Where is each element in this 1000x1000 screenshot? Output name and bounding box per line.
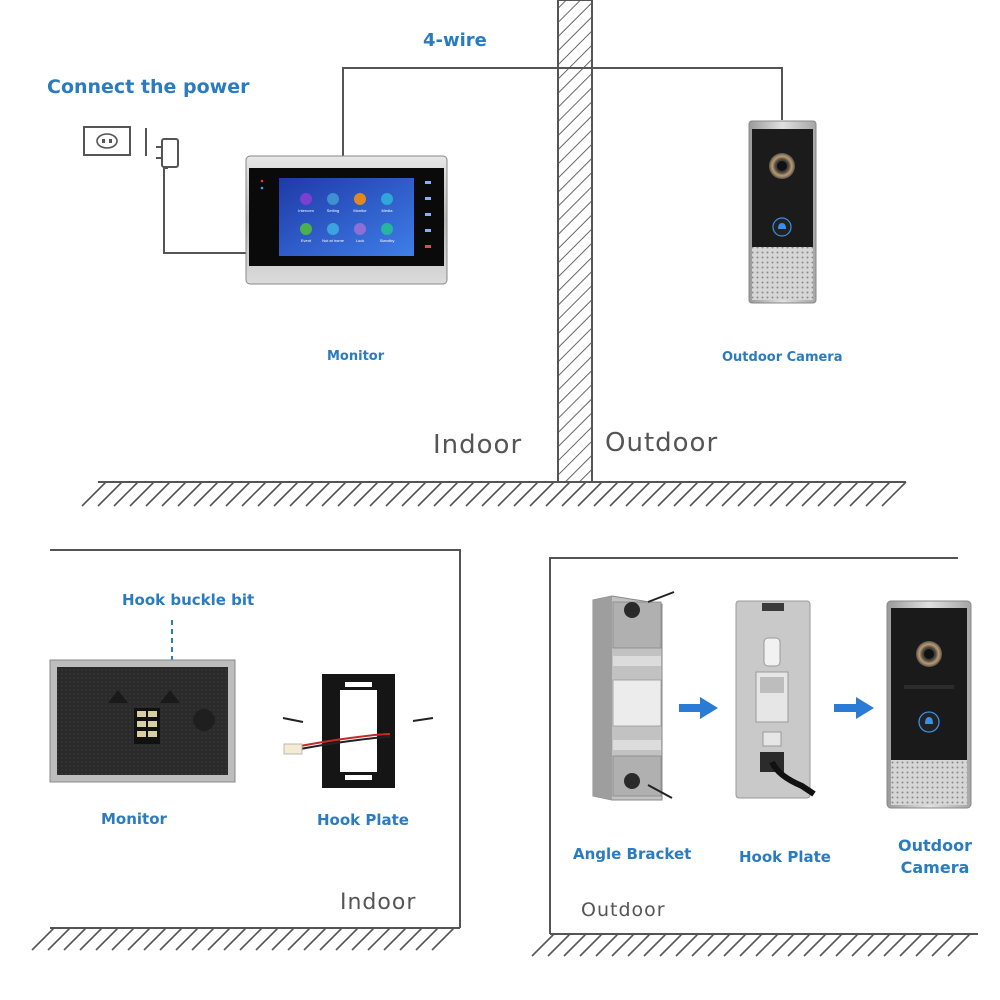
screen-app-icon bbox=[354, 193, 366, 205]
monitor-side-buttons bbox=[425, 181, 431, 248]
screen-app-label: Event bbox=[301, 238, 312, 243]
four-wire-label: 4-wire bbox=[423, 30, 487, 51]
cable-wire bbox=[769, 760, 816, 797]
four-wire-cable bbox=[342, 67, 783, 156]
power-outlet-icon bbox=[83, 126, 147, 156]
power-plug-icon bbox=[156, 138, 179, 168]
outdoor-camera-device bbox=[748, 120, 817, 304]
bottom-camera-label-line2: Camera bbox=[900, 858, 970, 877]
screen-app-label: Not at home bbox=[322, 238, 345, 243]
connect-power-label: Connect the power bbox=[47, 76, 250, 98]
screen-app-label: Monitor bbox=[353, 208, 367, 213]
outdoor-camera-device-installed bbox=[886, 600, 972, 809]
top-outdoor-label: Outdoor bbox=[605, 428, 719, 458]
bottom-camera-label-line1: Outdoor bbox=[898, 836, 972, 855]
top-camera-label: Outdoor Camera bbox=[722, 350, 843, 365]
screen-app-icon bbox=[381, 193, 393, 205]
screen-app-label: Setting bbox=[327, 208, 339, 213]
screen-app-label: Lock bbox=[356, 238, 364, 243]
bottom-monitor-label: Monitor bbox=[101, 810, 167, 828]
arrow-right-icon bbox=[834, 697, 874, 719]
outdoor-hook-plate bbox=[735, 600, 816, 799]
screen-app-label: Standby bbox=[380, 238, 395, 243]
screen-app-icon bbox=[300, 193, 312, 205]
screen-app-icon bbox=[327, 193, 339, 205]
screw-icon bbox=[282, 717, 434, 723]
screw-icon bbox=[647, 591, 675, 799]
top-monitor-label: Monitor bbox=[327, 349, 385, 364]
angle-bracket-device bbox=[592, 591, 675, 801]
screen-app-icon bbox=[381, 223, 393, 235]
cable-wire bbox=[289, 733, 391, 749]
screen-app-label: Intercom bbox=[298, 208, 314, 213]
monitor-screen bbox=[279, 178, 414, 256]
bottom-left-indoor-panel bbox=[31, 549, 461, 951]
hook-buckle-label: Hook buckle bit bbox=[122, 591, 255, 609]
power-cable bbox=[163, 167, 246, 254]
top-ground-line bbox=[81, 481, 907, 507]
top-indoor-label: Indoor bbox=[433, 430, 523, 460]
angle-bracket-label: Angle Bracket bbox=[573, 845, 692, 863]
screen-app-label: Media bbox=[382, 208, 394, 213]
bottom-outdoor-label: Outdoor bbox=[581, 899, 666, 921]
dividing-wall bbox=[557, 0, 593, 483]
screen-app-icon bbox=[300, 223, 312, 235]
bottom-left-hook-plate-label: Hook Plate bbox=[317, 811, 409, 829]
screen-app-icon bbox=[354, 223, 366, 235]
arrow-right-icon bbox=[679, 697, 718, 719]
bottom-right-outdoor-panel bbox=[531, 557, 978, 957]
screen-app-icon bbox=[327, 223, 339, 235]
bottom-indoor-label: Indoor bbox=[340, 890, 417, 915]
bottom-right-hook-plate-label: Hook Plate bbox=[739, 848, 831, 866]
monitor-back-view bbox=[49, 659, 236, 783]
indoor-hook-plate bbox=[282, 674, 434, 788]
